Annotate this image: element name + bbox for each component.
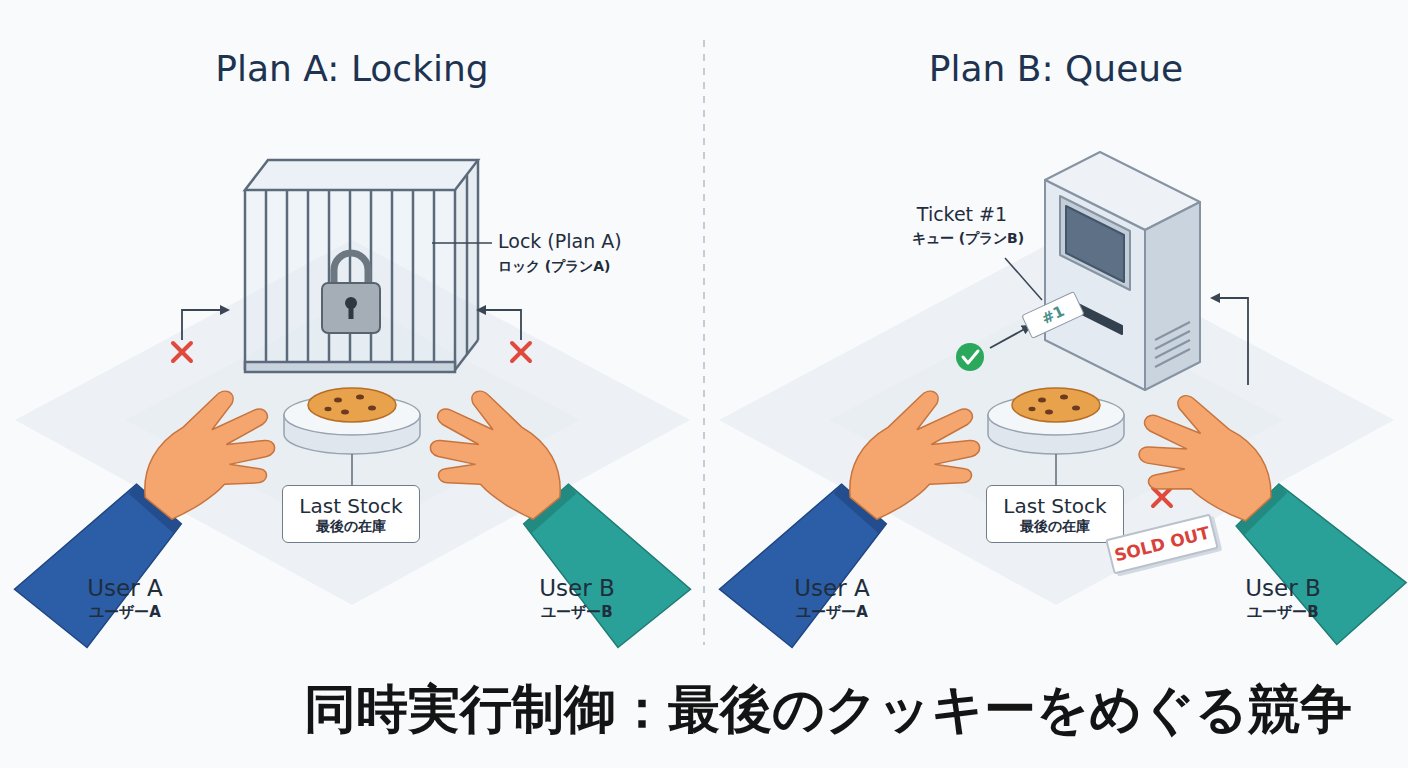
lock-cage bbox=[245, 190, 455, 370]
ticket-machine bbox=[1155, 340, 1190, 358]
deny-mark bbox=[173, 343, 191, 361]
user-hand bbox=[124, 382, 287, 524]
lock-cage bbox=[245, 160, 478, 190]
ticket-machine bbox=[1145, 202, 1200, 390]
user-label: User B bbox=[883, 575, 1408, 601]
user-label: ユーザーA bbox=[0, 604, 525, 621]
deny-mark bbox=[173, 343, 191, 361]
lock-cage bbox=[433, 190, 436, 370]
lock-cage bbox=[391, 190, 394, 370]
success-mark bbox=[956, 343, 984, 371]
flow-arrow bbox=[990, 326, 1030, 348]
ticket-machine bbox=[1045, 152, 1200, 390]
ticket-machine bbox=[1060, 196, 1130, 290]
callout-label: キュー (プランB) bbox=[568, 230, 1368, 246]
cookie-plate bbox=[1012, 388, 1100, 422]
node-text: Last Stock bbox=[1003, 494, 1106, 518]
cookie-plate bbox=[1060, 395, 1068, 400]
node-text: #1 bbox=[1039, 302, 1067, 328]
flow-arrow bbox=[1212, 298, 1248, 385]
lock-cage bbox=[412, 190, 415, 370]
leader-line bbox=[1055, 454, 1057, 486]
lock-cage bbox=[265, 190, 268, 370]
deny-mark bbox=[512, 343, 530, 361]
node-text: 最後の在庫 bbox=[1020, 518, 1090, 535]
stock-box: Last Stock最後の在庫 bbox=[282, 485, 420, 543]
cookie-plate bbox=[308, 388, 396, 422]
panel-title: Plan A: Locking bbox=[0, 48, 752, 89]
cookie-plate bbox=[284, 388, 420, 454]
lock-cage bbox=[244, 190, 247, 370]
success-mark bbox=[963, 351, 978, 363]
blocked-arrow bbox=[478, 310, 521, 340]
ticket-machine bbox=[1155, 331, 1190, 349]
padlock bbox=[349, 305, 354, 319]
ticket-machine bbox=[1155, 322, 1190, 340]
cookie-plate bbox=[356, 395, 364, 400]
ticket-machine bbox=[1155, 349, 1190, 367]
user-hand bbox=[829, 382, 992, 524]
diagram-title: 同時実行制御：最後のクッキーをめぐる競争 bbox=[304, 680, 1104, 740]
lock-cage bbox=[245, 362, 455, 372]
deny-mark bbox=[1153, 488, 1171, 506]
deny-mark bbox=[1153, 488, 1171, 506]
lock-cage bbox=[328, 190, 331, 370]
callout-label: ロック (プランA) bbox=[498, 258, 611, 274]
leader-line bbox=[351, 454, 353, 486]
cookie-plate bbox=[1072, 406, 1080, 411]
lock-cage bbox=[286, 190, 289, 370]
user-label: ユーザーB bbox=[883, 604, 1408, 621]
user-label: User A bbox=[432, 575, 1232, 601]
cookie-plate bbox=[1029, 407, 1036, 411]
cookie-plate bbox=[368, 406, 376, 411]
leader-line bbox=[432, 242, 492, 244]
node-text: Last Stock bbox=[299, 494, 402, 518]
lock-cage bbox=[466, 175, 469, 355]
cookie-plate bbox=[325, 407, 332, 411]
padlock bbox=[322, 253, 380, 333]
lock-cage bbox=[454, 190, 457, 370]
blocked-arrow bbox=[182, 310, 521, 340]
lock-cage bbox=[307, 190, 310, 370]
lock-cage bbox=[477, 160, 480, 340]
deny-mark bbox=[173, 343, 530, 361]
user-hand bbox=[418, 382, 581, 524]
panel-title: Plan B: Queue bbox=[656, 48, 1408, 89]
lock-cage bbox=[245, 160, 478, 372]
padlock bbox=[322, 283, 380, 333]
callout-label: Ticket #1 bbox=[562, 204, 1362, 226]
ticket-machine bbox=[1066, 206, 1124, 282]
padlock bbox=[334, 253, 368, 286]
success-mark bbox=[956, 343, 984, 371]
user-hand bbox=[1129, 388, 1288, 525]
lock-cage bbox=[455, 340, 478, 370]
leader-line bbox=[1005, 258, 1042, 300]
deny-mark bbox=[512, 343, 530, 361]
cookie-plate bbox=[334, 398, 342, 403]
user-label: User A bbox=[0, 575, 525, 601]
cookie-plate bbox=[988, 388, 1124, 454]
stock-box: Last Stock最後の在庫 bbox=[986, 485, 1124, 543]
cookie-plate bbox=[1045, 410, 1053, 415]
node-text: 最後の在庫 bbox=[316, 518, 386, 535]
cookie-plate bbox=[1038, 398, 1046, 403]
lock-cage bbox=[455, 160, 478, 370]
blocked-arrow bbox=[182, 310, 228, 340]
lock-cage bbox=[349, 190, 352, 285]
user-label: ユーザーA bbox=[432, 604, 1232, 621]
deny-mark bbox=[1153, 488, 1171, 506]
cookie-plate bbox=[341, 410, 349, 415]
callout-label: Lock (Plan A) bbox=[498, 231, 622, 253]
ticket-machine bbox=[1045, 180, 1145, 390]
panel-divider bbox=[703, 40, 705, 645]
